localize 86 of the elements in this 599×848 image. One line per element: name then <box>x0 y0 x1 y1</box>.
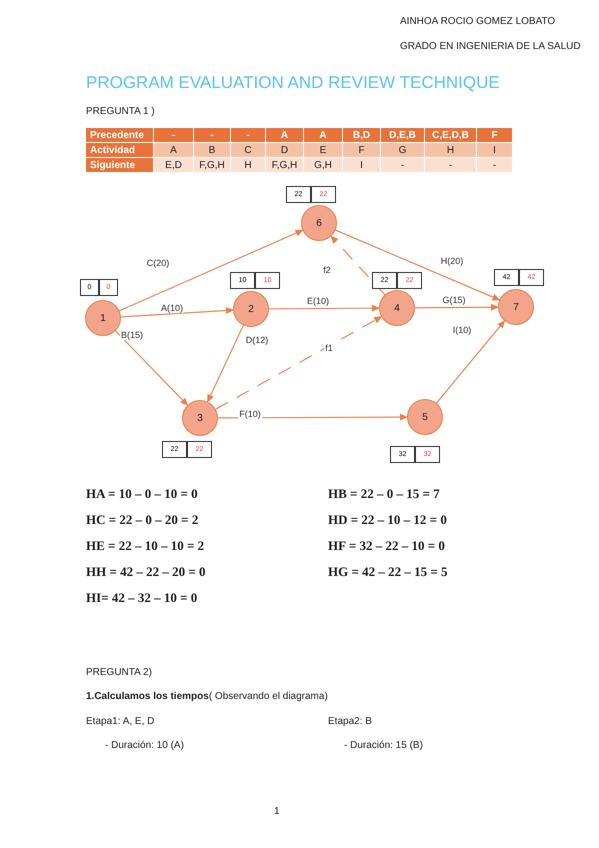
activity-arrow <box>115 330 188 406</box>
node-number: 7 <box>513 302 519 312</box>
slack-equation: HF = 32 – 22 – 10 = 0 <box>328 538 445 554</box>
node-number: 1 <box>100 312 106 324</box>
table-cell: - <box>477 158 513 173</box>
table-row-header: Precedente <box>86 128 154 143</box>
table-row-header: Siguiente <box>86 158 154 173</box>
table-cell: I <box>477 143 513 158</box>
table-cell: A <box>266 128 304 143</box>
table-cell: F,G,H <box>266 158 304 173</box>
node-number: 6 <box>316 218 322 228</box>
node-number: 4 <box>394 302 400 314</box>
table-cell: D <box>266 143 304 158</box>
edge-label: D(12) <box>244 335 270 345</box>
event-circle <box>182 400 218 436</box>
node-number: 2 <box>248 304 254 314</box>
table-cell: H <box>231 158 266 173</box>
event-circle <box>379 290 415 326</box>
slack-equation: HB = 22 – 0 – 15 = 7 <box>328 486 440 502</box>
activity-arrow <box>415 304 499 311</box>
edge-label: F(10) <box>238 409 262 419</box>
event-circle <box>407 399 443 435</box>
duration-text: - Duración: 15 (B) <box>344 740 423 751</box>
question-heading: PREGUNTA 1 ) <box>86 106 155 117</box>
slack-equation: HC = 22 – 0 – 20 = 2 <box>86 512 198 528</box>
page-title: PROGRAM EVALUATION AND REVIEW TECHNIQUE <box>86 73 500 93</box>
table-cell: B <box>194 143 231 158</box>
dummy-activity-arrow <box>215 316 382 410</box>
activity-arrow <box>120 307 234 318</box>
activity-arrow <box>269 304 380 312</box>
table-cell: G,H <box>304 158 343 173</box>
activity-arrow <box>335 230 500 300</box>
stage-text: Etapa2: B <box>328 716 372 727</box>
table-cell: - <box>231 128 266 143</box>
edge-label: f2 <box>322 265 332 275</box>
edge-label: A(10) <box>160 303 184 313</box>
edge-label: B(15) <box>120 330 144 340</box>
table-cell: - <box>381 158 425 173</box>
edge-label: C(20) <box>146 258 170 268</box>
dummy-activity-arrow <box>330 236 386 296</box>
node-number: 3 <box>197 412 203 424</box>
event-circle <box>233 291 269 327</box>
question-heading: PREGUNTA 2) <box>86 667 152 678</box>
edge-label: G(15) <box>442 295 466 305</box>
activity-arrow <box>207 325 244 403</box>
table-cell: F,G,H <box>194 158 231 173</box>
degree-name: GRADO EN INGENIERIA DE LA SALUD <box>400 41 581 52</box>
table-cell: A <box>154 143 194 158</box>
node-number: 5 <box>422 412 428 422</box>
table-cell: H <box>425 143 477 158</box>
table-cell: F <box>343 143 381 158</box>
edge-label: f1 <box>324 343 334 353</box>
table-cell: C,E,D,B <box>425 128 477 143</box>
event-circle <box>498 289 534 325</box>
author-name: AINHOA ROCIO GOMEZ LOBATO <box>400 16 556 27</box>
table-cell: I <box>343 158 381 173</box>
slack-equation: HE = 22 – 10 – 10 = 2 <box>86 538 204 554</box>
edge-label: I(10) <box>452 325 472 335</box>
edge-label: E(10) <box>306 296 330 306</box>
table-cell: - <box>154 128 194 143</box>
event-circle <box>85 300 121 336</box>
table-cell: E <box>304 143 343 158</box>
activity-arrow <box>218 414 408 421</box>
table-cell: E,D <box>154 158 194 173</box>
slack-equation: HH = 42 – 22 – 20 = 0 <box>86 564 206 580</box>
page-number: 1 <box>274 806 280 817</box>
event-circle <box>301 205 337 241</box>
table-cell: - <box>425 158 477 173</box>
table-cell: B,D <box>343 128 381 143</box>
table-cell: - <box>194 128 231 143</box>
step-heading: 1.Calculamos los tiempos( Observando el diagrama) <box>86 691 328 702</box>
stage-text: Etapa1: A, E, D <box>86 716 154 727</box>
slack-equation: HI= 42 – 32 – 10 = 0 <box>86 590 198 606</box>
table-cell: D,E,B <box>381 128 425 143</box>
table-cell: A <box>304 128 343 143</box>
activity-arrow <box>119 230 304 312</box>
table-row-header: Actividad <box>86 143 154 158</box>
slack-equation: HD = 22 – 10 – 12 = 0 <box>328 512 447 528</box>
table-cell: F <box>477 128 513 143</box>
table-cell: C <box>231 143 266 158</box>
activity-arrow <box>436 320 506 404</box>
duration-text: - Duración: 10 (A) <box>105 740 184 751</box>
table-cell: G <box>381 143 425 158</box>
slack-equation: HG = 42 – 22 – 15 = 5 <box>328 564 448 580</box>
slack-equation: HA = 10 – 0 – 10 = 0 <box>86 486 198 502</box>
edge-label: H(20) <box>440 256 464 266</box>
